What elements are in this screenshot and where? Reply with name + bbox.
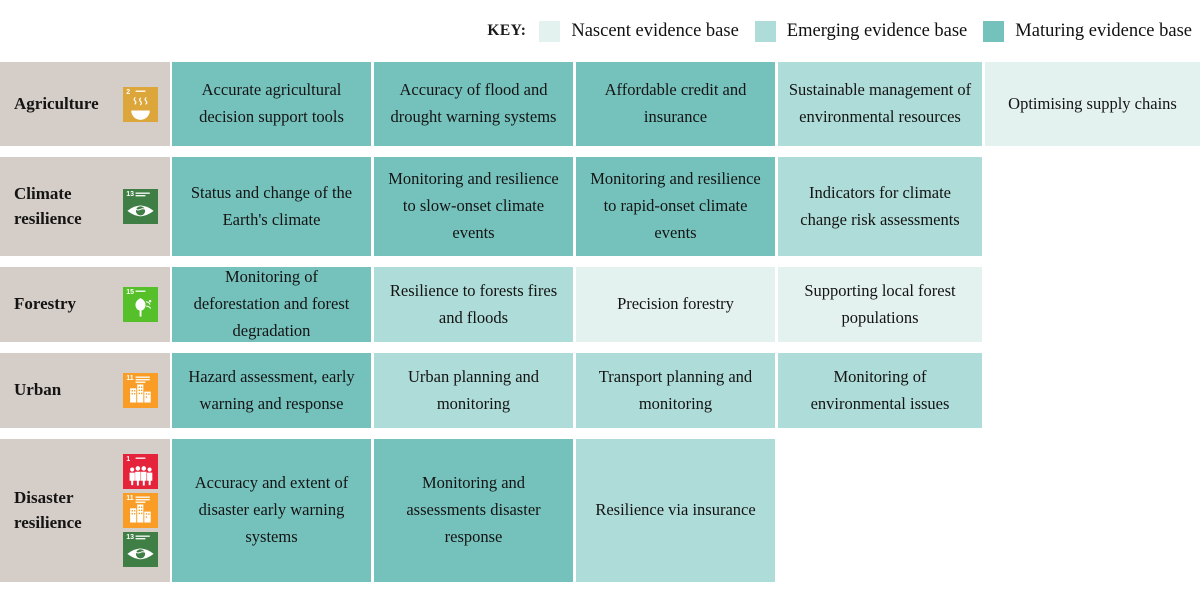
row-label-text: Urban — [14, 380, 62, 400]
key-swatch-maturing — [983, 20, 1005, 42]
row-cells: Hazard assessment, early warning and res… — [170, 353, 1200, 428]
matrix-cell-text: Hazard assessment, early warning and res… — [188, 366, 355, 413]
row-label-disaster-resilience: Disaster resilience 1 11 — [0, 439, 170, 582]
matrix-cell-text: Affordable credit and insurance — [604, 80, 747, 126]
sdg-icon-stack: 1 11 — [123, 454, 158, 567]
matrix-cell[interactable]: Transport planning and monitoring — [576, 353, 775, 428]
key-label: KEY: — [487, 22, 527, 39]
row-label-agriculture: Agriculture 2 — [0, 62, 170, 146]
matrix-cell-text: Monitoring of deforestation and forest d… — [193, 267, 350, 340]
matrix-cell[interactable]: Status and change of the Earth's climate — [172, 157, 371, 256]
matrix-cell-text: Indicators for climate change risk asses… — [800, 182, 960, 229]
row-label-text: Agriculture — [14, 93, 99, 113]
matrix-row: Agriculture 2 Accurate agricultural deci… — [0, 62, 1200, 146]
sdg-1-no-poverty-icon: 1 — [123, 454, 158, 489]
matrix-cell[interactable]: Resilience via insurance — [576, 439, 775, 582]
matrix-cell-text: Monitoring and resilience to rapid-onset… — [590, 169, 761, 242]
sdg-13-climate-action-icon: 13 — [123, 189, 158, 224]
sdg-icon-stack: 11 — [123, 373, 158, 408]
key-legend: KEY: Nascent evidence base Emerging evide… — [0, 0, 1200, 62]
row-label-text: Disaster resilience — [14, 487, 82, 532]
matrix-cell[interactable]: Urban planning and monitoring — [374, 353, 573, 428]
matrix-cell-text: Resilience to forests fires and floods — [389, 280, 558, 327]
matrix-cell-text: Urban planning and monitoring — [407, 366, 540, 413]
matrix-cell-text: Accuracy and extent of disaster early wa… — [194, 473, 349, 546]
key-item-nascent: Nascent evidence base — [539, 20, 739, 42]
matrix-row: Urban 11 — [0, 353, 1200, 428]
matrix-row: Forestry 15 Monitoring of deforestation … — [0, 267, 1200, 342]
matrix-cell[interactable]: Optimising supply chains — [985, 62, 1200, 146]
svg-text:11: 11 — [126, 375, 134, 382]
matrix-cell[interactable]: Affordable credit and insurance — [576, 62, 775, 146]
matrix-cell[interactable]: Accuracy of flood and drought warning sy… — [374, 62, 573, 146]
sdg-icon-stack: 13 — [123, 189, 158, 224]
matrix-row: Climate resilience 13 Status and change … — [0, 157, 1200, 256]
key-item-maturing: Maturing evidence base — [983, 20, 1192, 42]
row-label-text: Forestry — [14, 294, 76, 314]
sdg-icon-stack: 2 — [123, 86, 158, 122]
matrix-cell[interactable]: Precision forestry — [576, 267, 775, 342]
matrix-cell-text: Monitoring and resilience to slow-onset … — [388, 169, 559, 242]
key-swatch-nascent — [539, 20, 561, 42]
matrix-cell[interactable]: Indicators for climate change risk asses… — [778, 157, 982, 256]
matrix-cell-text: Sustainable management of environmental … — [788, 80, 972, 126]
matrix-cell[interactable]: Resilience to forests fires and floods — [374, 267, 573, 342]
matrix-cell-text: Monitoring and assessments disaster resp… — [406, 473, 541, 546]
matrix-cell[interactable]: Monitoring and assessments disaster resp… — [374, 439, 573, 582]
matrix-cell[interactable]: Accuracy and extent of disaster early wa… — [172, 439, 371, 582]
key-text-maturing: Maturing evidence base — [1015, 20, 1192, 41]
matrix-cell-text: Supporting local forest populations — [804, 280, 956, 327]
row-cells: Accurate agricultural decision support t… — [170, 62, 1200, 146]
svg-text:13: 13 — [126, 191, 134, 198]
matrix-cell-text: Optimising supply chains — [1008, 93, 1177, 113]
sdg-11-sustainable-cities-icon: 11 — [123, 373, 158, 408]
row-cells: Accuracy and extent of disaster early wa… — [170, 439, 1200, 582]
svg-text:11: 11 — [126, 495, 134, 502]
sdg-11-sustainable-cities-icon: 11 — [123, 493, 158, 528]
matrix-cell[interactable]: Accurate agricultural decision support t… — [172, 62, 371, 146]
sdg-icon-stack: 15 — [123, 287, 158, 322]
matrix-cell-text: Accuracy of flood and drought warning sy… — [390, 80, 557, 126]
sdg-15-life-on-land-icon: 15 — [123, 287, 158, 322]
matrix-cell-text: Accurate agricultural decision support t… — [199, 80, 344, 126]
row-cells: Monitoring of deforestation and forest d… — [170, 267, 1200, 342]
matrix-cell-text: Transport planning and monitoring — [598, 366, 753, 413]
matrix-cell[interactable]: Monitoring of deforestation and forest d… — [172, 267, 371, 342]
key-text-emerging: Emerging evidence base — [786, 20, 968, 41]
matrix-cell[interactable]: Monitoring of environmental issues — [778, 353, 982, 428]
svg-text:1: 1 — [126, 456, 130, 463]
matrix-cell-text: Status and change of the Earth's climate — [190, 182, 353, 229]
row-label-text: Climate resilience — [14, 183, 82, 228]
key-swatch-emerging — [754, 20, 776, 42]
matrix-row: Disaster resilience 1 11 — [0, 439, 1200, 582]
svg-text:2: 2 — [126, 89, 130, 96]
key-item-emerging: Emerging evidence base — [754, 20, 968, 42]
svg-text:15: 15 — [126, 289, 134, 296]
key-items: Nascent evidence base Emerging evidence b… — [539, 20, 1192, 42]
row-label-forestry: Forestry 15 — [0, 267, 170, 342]
svg-text:13: 13 — [126, 534, 134, 541]
key-text-nascent: Nascent evidence base — [571, 20, 739, 41]
matrix-cell[interactable]: Supporting local forest populations — [778, 267, 982, 342]
evidence-matrix: Agriculture 2 Accurate agricultural deci… — [0, 62, 1200, 582]
matrix-cell[interactable]: Sustainable management of environmental … — [778, 62, 982, 146]
matrix-cell[interactable]: Monitoring and resilience to rapid-onset… — [576, 157, 775, 256]
matrix-cell-text: Resilience via insurance — [595, 500, 756, 520]
row-cells: Status and change of the Earth's climate… — [170, 157, 1200, 256]
matrix-cell-text: Precision forestry — [617, 294, 734, 314]
sdg-2-zero-hunger-icon: 2 — [123, 86, 158, 122]
matrix-cell-text: Monitoring of environmental issues — [810, 366, 950, 413]
sdg-13-climate-action-icon: 13 — [123, 532, 158, 567]
matrix-cell[interactable]: Monitoring and resilience to slow-onset … — [374, 157, 573, 256]
matrix-cell[interactable]: Hazard assessment, early warning and res… — [172, 353, 371, 428]
row-label-climate-resilience: Climate resilience 13 — [0, 157, 170, 256]
row-label-urban: Urban 11 — [0, 353, 170, 428]
